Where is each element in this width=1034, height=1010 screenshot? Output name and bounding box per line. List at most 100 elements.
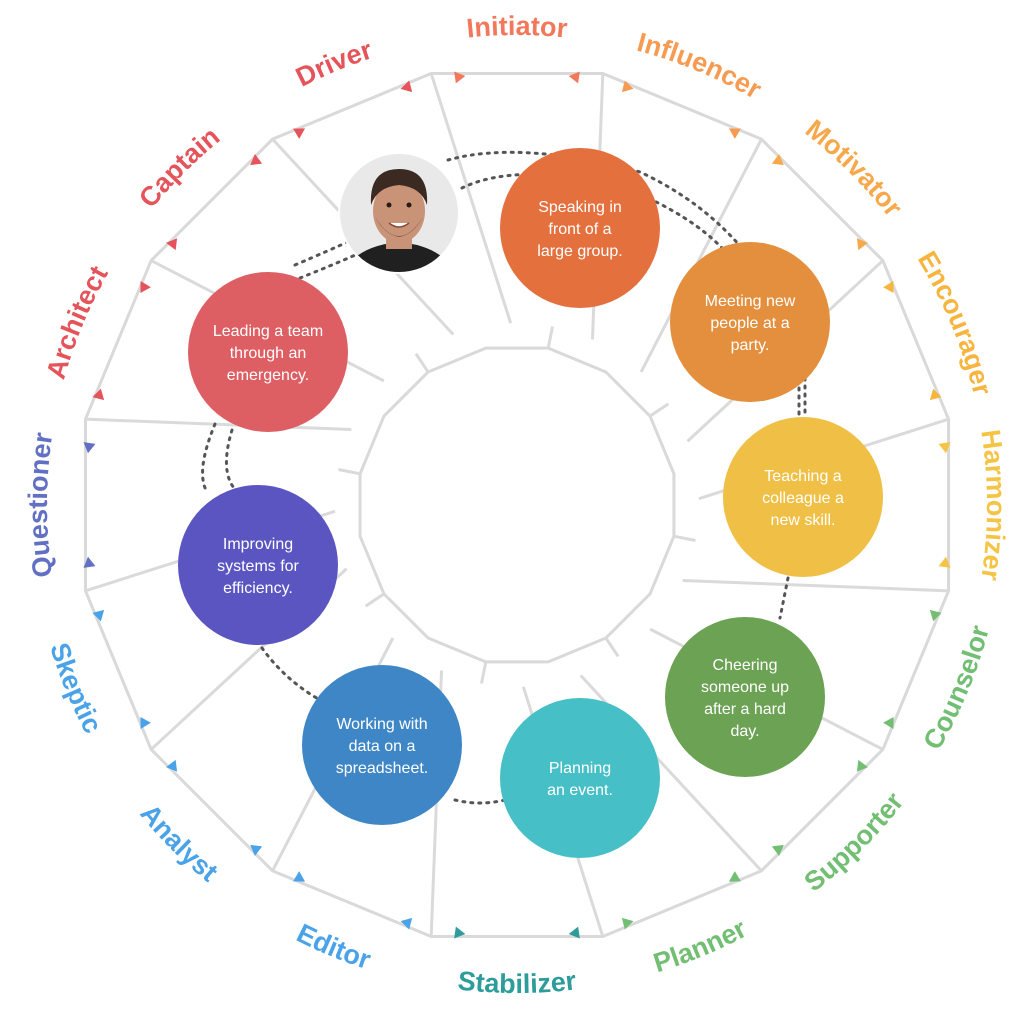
role-label-initiator: Initiator [465, 11, 569, 44]
marker-influencer-left [621, 80, 634, 93]
activity-line: after a hard [704, 701, 786, 718]
role-label-motivator: Motivator [800, 114, 909, 223]
dotted-connector [293, 238, 354, 267]
activity-bubble-circle [723, 417, 883, 577]
marker-planner-left [728, 871, 741, 882]
marker-planner-right [621, 917, 634, 930]
wheel-spoke [85, 417, 352, 432]
marker-initiator-left [454, 71, 466, 84]
inner-connector [480, 661, 488, 684]
activity-bubble-text: Improving systems for efficiency. [217, 536, 299, 597]
activity-line: Working with [336, 716, 427, 733]
activity-bubble-4: Cheering someone up after a hard day. [665, 617, 825, 777]
activity-line: large group. [537, 243, 622, 260]
activity-bubble-7: Improving systems for efficiency. [178, 485, 338, 645]
activity-bubble-circle [178, 485, 338, 645]
marker-architect-left [92, 388, 105, 401]
role-label-planner: Planner [650, 913, 752, 978]
inner-ring [358, 346, 676, 664]
avatar-photo [339, 153, 459, 273]
role-markers [83, 71, 951, 939]
wheel-spoke [639, 138, 763, 373]
activity-line: emergency. [227, 367, 309, 384]
inner-connector [604, 637, 620, 658]
marker-captain-right [250, 154, 263, 166]
role-label-supporter: Supporter [799, 786, 910, 897]
activity-bubble-text: Cheering someone up after a hard day. [701, 657, 789, 740]
activity-bubble-circle [665, 617, 825, 777]
activity-bubble-circle [500, 698, 660, 858]
marker-editor-left [400, 917, 413, 930]
role-label-architect: Architect [41, 261, 114, 382]
marker-counselor-right [883, 716, 894, 729]
activity-line: Planning [549, 760, 611, 777]
avatar [338, 152, 460, 274]
activity-bubble-circle [670, 242, 830, 402]
marker-harmonizer-right [938, 556, 951, 568]
inner-connector [546, 326, 554, 349]
marker-harmonizer-left [938, 442, 951, 454]
dotted-connector [298, 250, 364, 280]
marker-encourager-right [929, 388, 942, 401]
role-label-stabilizer: Stabilizer [456, 965, 578, 999]
marker-encourager-left [883, 281, 894, 294]
activity-line: an event. [547, 782, 613, 799]
activity-line: people at a [710, 315, 789, 332]
marker-stabilizer-left [568, 926, 580, 939]
activity-line: someone up [701, 679, 789, 696]
activity-line: Improving [223, 536, 293, 553]
inner-connector [414, 352, 430, 373]
dotted-connector [225, 428, 236, 490]
role-label-skeptic: Skeptic [44, 639, 108, 738]
avatar-border [338, 152, 460, 274]
role-label-driver: Driver [291, 34, 376, 92]
activity-line: Cheering [713, 657, 778, 674]
marker-questioner-left [83, 556, 96, 568]
marker-analyst-right [166, 759, 178, 772]
marker-stabilizer-right [454, 926, 466, 939]
inner-connector [364, 592, 385, 608]
marker-analyst-left [250, 844, 263, 856]
activity-line: Teaching a [764, 468, 841, 485]
dotted-connector [260, 646, 322, 702]
marker-editor-right [293, 871, 306, 882]
marker-skeptic-right [92, 609, 105, 622]
marker-initiator-right [568, 71, 580, 84]
marker-architect-right [140, 281, 151, 294]
marker-counselor-left [929, 609, 942, 622]
activity-line: day. [730, 723, 759, 740]
dotted-connector [201, 422, 217, 492]
inner-connector [338, 468, 361, 476]
activity-bubble-5: Planning an event. [500, 698, 660, 858]
activity-line: systems for [217, 558, 299, 575]
marker-motivator-left [771, 154, 784, 166]
dotted-connector [453, 798, 507, 805]
wheel-spoke [429, 72, 513, 324]
activity-bubble-circle [188, 272, 348, 432]
activity-line: data on a [349, 738, 416, 755]
role-label-encourager: Encourager [912, 246, 998, 398]
inner-connector [673, 534, 696, 542]
marker-skeptic-left [140, 716, 151, 729]
marker-questioner-right [83, 442, 96, 454]
role-label-questioner: Questioner [23, 430, 58, 579]
activity-line: efficiency. [223, 580, 293, 597]
role-label-editor: Editor [292, 918, 375, 975]
marker-supporter-right [771, 844, 784, 856]
activity-line: party. [731, 337, 770, 354]
activity-line: through an [230, 345, 307, 362]
activity-line: front of a [548, 221, 611, 238]
marker-supporter-left [856, 759, 868, 772]
role-label-analyst: Analyst [135, 798, 224, 887]
marker-driver-left [293, 128, 306, 139]
wheel-spoke [682, 578, 949, 593]
